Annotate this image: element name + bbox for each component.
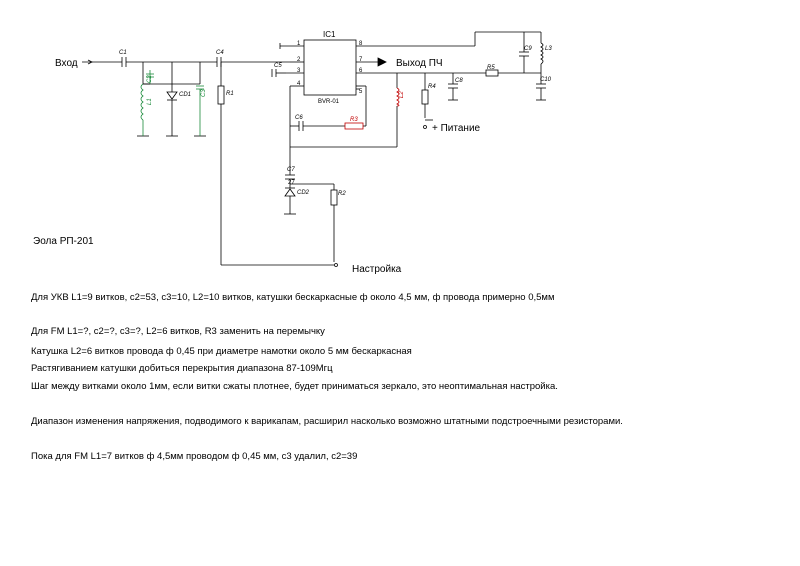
c10-label: C10 — [540, 77, 552, 83]
cd2-label: CD2 — [297, 190, 310, 196]
r1-label: R1 — [226, 91, 234, 97]
r5-label: R5 — [487, 65, 495, 71]
note-ukv: Для УКВ L1=9 витков, с2=53, с3=10, L2=10… — [31, 292, 555, 303]
c5-label: C5 — [274, 63, 282, 69]
pin-4: 4 — [297, 81, 301, 87]
note-range: Растягиванием катушки добиться перекрыти… — [31, 363, 333, 374]
note-current: Пока для FM L1=7 витков ф 4,5мм проводом… — [31, 451, 358, 462]
c7-label: C7 — [287, 167, 295, 173]
r4-label: R4 — [428, 84, 436, 90]
ic-label: IC1 — [323, 30, 336, 39]
c7-value-label: 27 — [288, 180, 295, 186]
r3-label: R3 — [350, 117, 358, 123]
ic-part-label: BVR-01 — [318, 99, 340, 105]
c8-label: C8 — [455, 78, 463, 84]
c6-label: C6 — [295, 115, 303, 121]
l1-label: L1 — [147, 98, 153, 105]
note-fm: Для FM L1=?, с2=?, с3=?, L2=6 витков, R3… — [31, 326, 325, 337]
pin-3: 3 — [297, 68, 301, 74]
c3-label: C3 — [201, 89, 207, 97]
pin-1: 1 — [297, 41, 301, 47]
pin-5: 5 — [359, 89, 363, 95]
note-pitch: Шаг между витками около 1мм, если витки … — [31, 381, 558, 392]
pin-8: 8 — [359, 41, 363, 47]
pin-2: 2 — [297, 57, 301, 63]
cd1-label: CD1 — [179, 92, 191, 98]
note-varicap: Диапазон изменения напряжения, подводимо… — [31, 416, 623, 427]
device-title: Эола РП-201 — [33, 236, 94, 247]
l2-label: L2 — [399, 91, 405, 98]
c1-label: C1 — [119, 50, 127, 56]
c9-label: C9 — [524, 46, 532, 52]
pin-7: 7 — [359, 57, 363, 63]
input-label: Вход — [55, 58, 78, 69]
c4-label: C4 — [216, 50, 224, 56]
power-label: + Питание — [432, 123, 481, 134]
l3-label: L3 — [545, 46, 552, 52]
tuning-label: Настройка — [352, 264, 402, 275]
pin-6: 6 — [359, 68, 363, 74]
output-label: Выход ПЧ — [396, 58, 443, 69]
schematic-diagram: Вход Выход ПЧ + Питание Настройка Эола Р… — [33, 30, 552, 275]
c2-label: C2 — [147, 75, 153, 83]
r2-label: R2 — [338, 191, 346, 197]
note-l2-coil: Катушка L2=6 витков провода ф 0,45 при д… — [31, 346, 412, 357]
